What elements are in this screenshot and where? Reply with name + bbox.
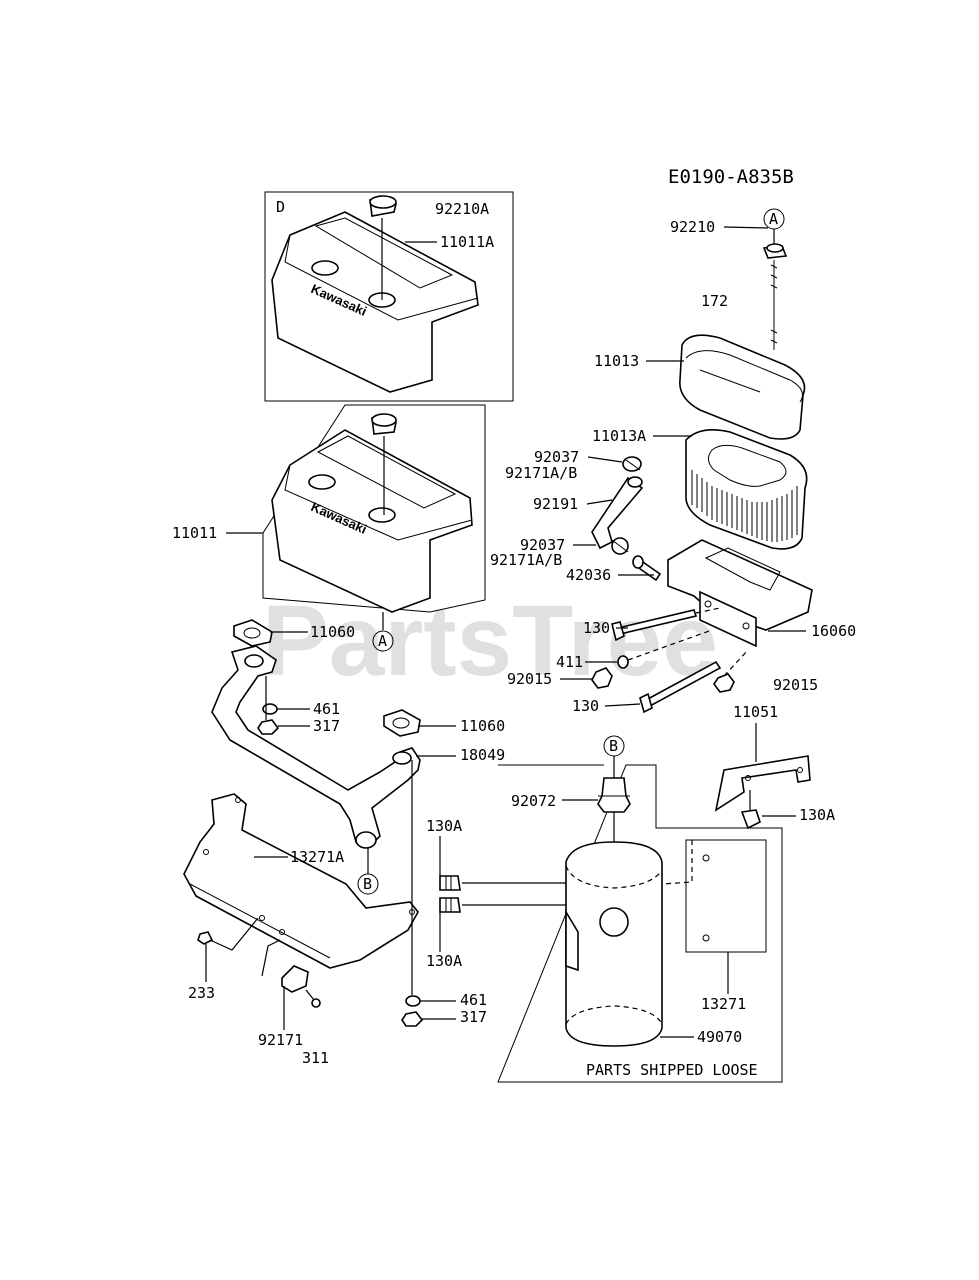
bracket-13271 xyxy=(661,839,767,953)
part-130-mid: 130 xyxy=(572,697,599,715)
stud-172 xyxy=(770,260,778,350)
nut-92015-left xyxy=(591,667,613,689)
screw-233 xyxy=(197,931,214,945)
part-92171AB-bot: 92171A/B xyxy=(490,551,562,569)
gasket-11060-bot xyxy=(383,709,421,737)
part-92210A: 92210A xyxy=(435,200,489,218)
washer-461-top xyxy=(262,703,278,715)
part-18049: 18049 xyxy=(460,746,505,764)
clamp-bottom xyxy=(611,537,629,555)
part-92015-right: 92015 xyxy=(773,676,818,694)
callout-a-left xyxy=(372,630,394,652)
part-92191: 92191 xyxy=(533,495,578,513)
part-172: 172 xyxy=(701,292,728,310)
muffler-box-frame xyxy=(497,764,783,1083)
cover-11011A: Kawasaki xyxy=(271,211,479,393)
nut-317-top xyxy=(257,719,280,735)
pleats xyxy=(691,470,798,542)
knob-main xyxy=(371,413,397,435)
washer-461-bot xyxy=(405,995,421,1007)
part-130A-top: 130A xyxy=(426,817,462,835)
filter-element-11013A xyxy=(685,429,808,550)
part-11051: 11051 xyxy=(733,703,778,721)
part-130A-bot: 130A xyxy=(426,952,462,970)
nut-317-bot xyxy=(401,1011,424,1027)
watermark: PartsTree xyxy=(262,585,718,697)
part-13271: 13271 xyxy=(701,995,746,1013)
box-d-label: D xyxy=(276,198,285,216)
part-11060-top: 11060 xyxy=(310,623,355,641)
muffler-49070 xyxy=(565,841,663,1047)
part-317-bot: 317 xyxy=(460,1008,487,1026)
bolt-130A-upper xyxy=(439,875,461,891)
part-92037-top: 92037 xyxy=(534,448,579,466)
part-42036: 42036 xyxy=(566,566,611,584)
heat-shield-13271A xyxy=(183,793,419,969)
element-cover-11013 xyxy=(679,334,806,440)
part-92015-left: 92015 xyxy=(507,670,552,688)
part-317-top: 317 xyxy=(313,717,340,735)
shipped-loose-note: PARTS SHIPPED LOOSE xyxy=(586,1061,758,1079)
washer-411 xyxy=(617,655,629,669)
part-461-bot: 461 xyxy=(460,991,487,1009)
bolt-130-mid xyxy=(639,660,722,714)
part-11011: 11011 xyxy=(172,524,217,542)
diagram-code: E0190-A835B xyxy=(668,166,794,188)
part-92171: 92171 xyxy=(258,1031,303,1049)
part-411: 411 xyxy=(556,653,583,671)
clamp-top xyxy=(622,456,642,472)
bolt-42036 xyxy=(632,555,662,582)
part-13271A: 13271A xyxy=(290,848,344,866)
part-92210: 92210 xyxy=(670,218,715,236)
breather-hose-92191 xyxy=(591,476,644,550)
callout-b-right-label: B xyxy=(609,737,618,755)
part-16060: 16060 xyxy=(811,622,856,640)
callout-b-left-label: B xyxy=(363,875,372,893)
part-49070: 49070 xyxy=(697,1028,742,1046)
part-11060-bot: 11060 xyxy=(460,717,505,735)
part-11013: 11013 xyxy=(594,352,639,370)
bolt-130A-right xyxy=(740,809,761,830)
clamp-92171 xyxy=(281,965,321,1008)
part-11011A: 11011A xyxy=(440,233,494,251)
cover-group-outline xyxy=(262,404,486,613)
spark-arrester-92072 xyxy=(597,777,631,813)
callout-a-right-label: A xyxy=(769,210,778,228)
wing-nut-92210 xyxy=(762,243,788,259)
part-461-top: 461 xyxy=(313,700,340,718)
bracket-11051 xyxy=(714,755,811,812)
part-92037-bot: 92037 xyxy=(520,536,565,554)
nut-92015-right xyxy=(713,673,735,693)
part-130A-right: 130A xyxy=(799,806,835,824)
gasket-11060-top xyxy=(233,619,273,647)
part-311: 311 xyxy=(302,1049,329,1067)
part-130-top: 130 xyxy=(583,619,610,637)
base-plate-16060 xyxy=(667,539,813,648)
part-233: 233 xyxy=(188,984,215,1002)
callout-a-left-label: A xyxy=(378,632,387,650)
part-92171AB-top: 92171A/B xyxy=(505,464,577,482)
part-92072: 92072 xyxy=(511,792,556,810)
cover-11011: Kawasaki xyxy=(271,429,473,613)
box-d-frame xyxy=(264,191,514,402)
bolt-130A-lower xyxy=(439,897,461,913)
knob-92210A xyxy=(369,195,397,217)
bolt-130-top xyxy=(611,609,698,642)
exhaust-pipe-18049 xyxy=(211,645,421,849)
part-11013A: 11013A xyxy=(592,427,646,445)
